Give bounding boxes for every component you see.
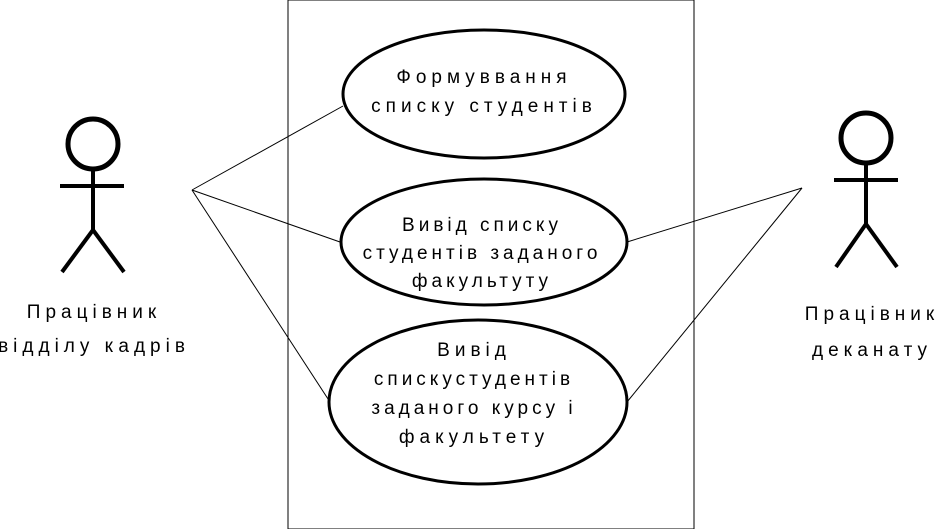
associations — [191, 105, 803, 403]
association-dean-uc3 — [626, 187, 803, 403]
use-case-faculty-list[interactable]: Вивід списку студентів заданого факульту… — [339, 177, 629, 307]
actor-label-line: відділу кадрів — [0, 336, 190, 357]
association-hr-uc2 — [191, 189, 341, 243]
use-case-label-line: студентів заданого — [363, 243, 602, 264]
use-case-label-line: факультету — [399, 427, 549, 448]
use-case-course-faculty-list[interactable]: Вивід спискустудентів заданого курсу і ф… — [327, 318, 629, 486]
association-hr-uc3 — [191, 189, 331, 403]
use-case-ellipse — [327, 318, 629, 486]
actor-dean[interactable]: Працівник деканату — [805, 110, 939, 361]
use-case-ellipse — [341, 28, 627, 160]
actor-label-line: Працівник — [805, 304, 939, 325]
use-case-label-line: факультуту — [412, 271, 552, 292]
use-case-label-line: Вивід списку — [402, 215, 562, 236]
use-case-formation[interactable]: Формуввання списку студентів — [341, 28, 627, 160]
use-case-ellipse — [339, 177, 629, 307]
use-case-label-line: заданого курсу і — [371, 398, 576, 419]
stick-figure-icon — [834, 110, 899, 269]
association-dean-uc2 — [626, 187, 803, 243]
actor-label-line: деканату — [812, 340, 932, 361]
use-case-label-line: Формуввання — [396, 67, 571, 88]
actor-hr[interactable]: Працівник відділу кадрів — [0, 116, 190, 357]
association-hr-uc1 — [191, 105, 344, 191]
use-case-label-line: Вивід — [437, 340, 511, 361]
system-boundary — [287, 0, 695, 529]
use-case-label-line: списку студентів — [371, 96, 597, 117]
use-case-label-line: спискустудентів — [374, 369, 574, 390]
actor-label-line: Працівник — [27, 302, 161, 323]
stick-figure-icon — [60, 116, 126, 274]
